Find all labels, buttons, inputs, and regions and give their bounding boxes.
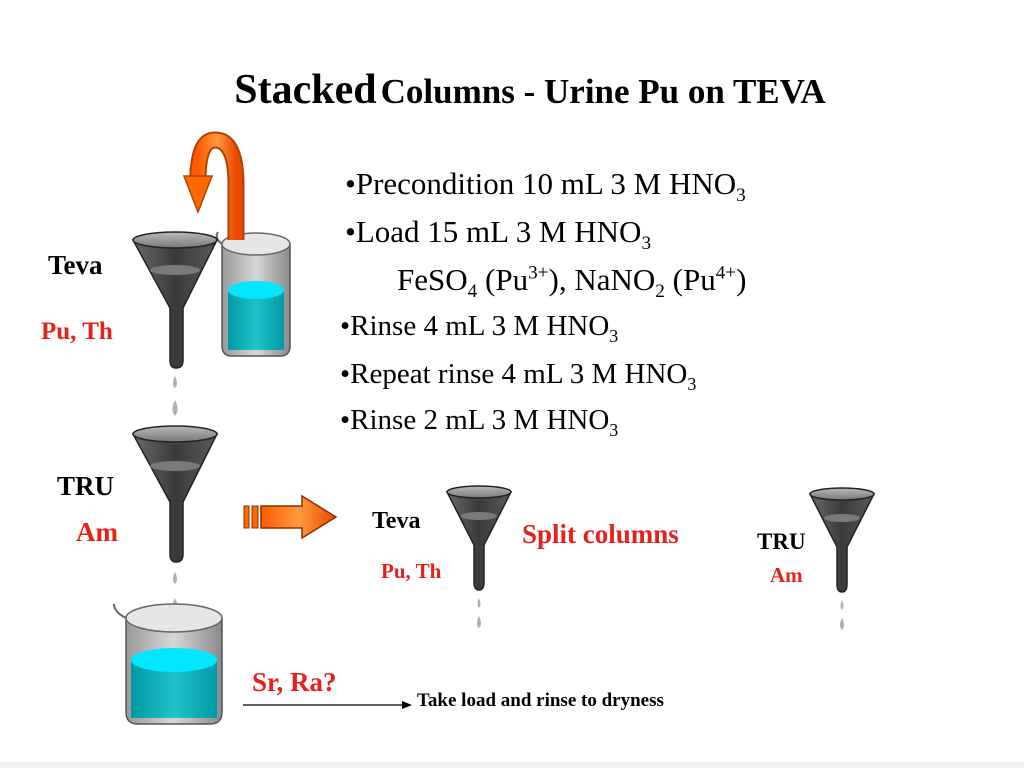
split-arrow-icon — [243, 494, 338, 540]
step-precondition: •Precondition 10 mL 3 M HNO3 — [345, 166, 746, 207]
page-title: Stacked Columns - Urine Pu on TEVA — [0, 66, 1024, 114]
title-part2: Columns - Urine Pu on TEVA — [380, 72, 826, 111]
source-beaker — [215, 231, 291, 357]
beaker-elements: Sr, Ra? — [252, 667, 337, 697]
step-rinse-2: •Repeat rinse 4 mL 3 M HNO3 — [340, 358, 697, 394]
step-rinse-1: •Rinse 4 mL 3 M HNO3 — [340, 310, 619, 346]
stacked-teva-elements: Pu, Th — [41, 318, 113, 345]
split-tru-elements: Am — [770, 563, 803, 587]
title-part1: Stacked — [234, 67, 377, 113]
split-teva-label: Teva — [372, 508, 421, 534]
step-load-reagents: FeSO4 (Pu3+), NaNO2 (Pu4+) — [397, 262, 747, 303]
dryness-arrow-icon — [243, 701, 412, 709]
split-tru-funnel — [808, 487, 876, 630]
split-teva-elements: Pu, Th — [381, 559, 442, 583]
split-tru-label: TRU — [757, 529, 806, 554]
collection-beaker — [113, 603, 223, 725]
dryness-note: Take load and rinse to dryness — [417, 690, 664, 711]
teva-funnel — [131, 231, 219, 369]
tru-funnel — [131, 425, 219, 563]
footer-strip — [0, 762, 1024, 768]
stacked-tru-elements: Am — [76, 517, 118, 547]
step-load: •Load 15 mL 3 M HNO3 — [345, 214, 652, 255]
split-caption: Split columns — [522, 519, 679, 549]
curved-arrow-icon — [182, 131, 245, 240]
split-teva-funnel — [445, 485, 513, 628]
step-rinse-3: •Rinse 2 mL 3 M HNO3 — [340, 404, 619, 440]
stacked-tru-label: TRU — [57, 471, 115, 501]
drops-1 — [172, 376, 178, 416]
stacked-teva-label: Teva — [48, 250, 103, 280]
